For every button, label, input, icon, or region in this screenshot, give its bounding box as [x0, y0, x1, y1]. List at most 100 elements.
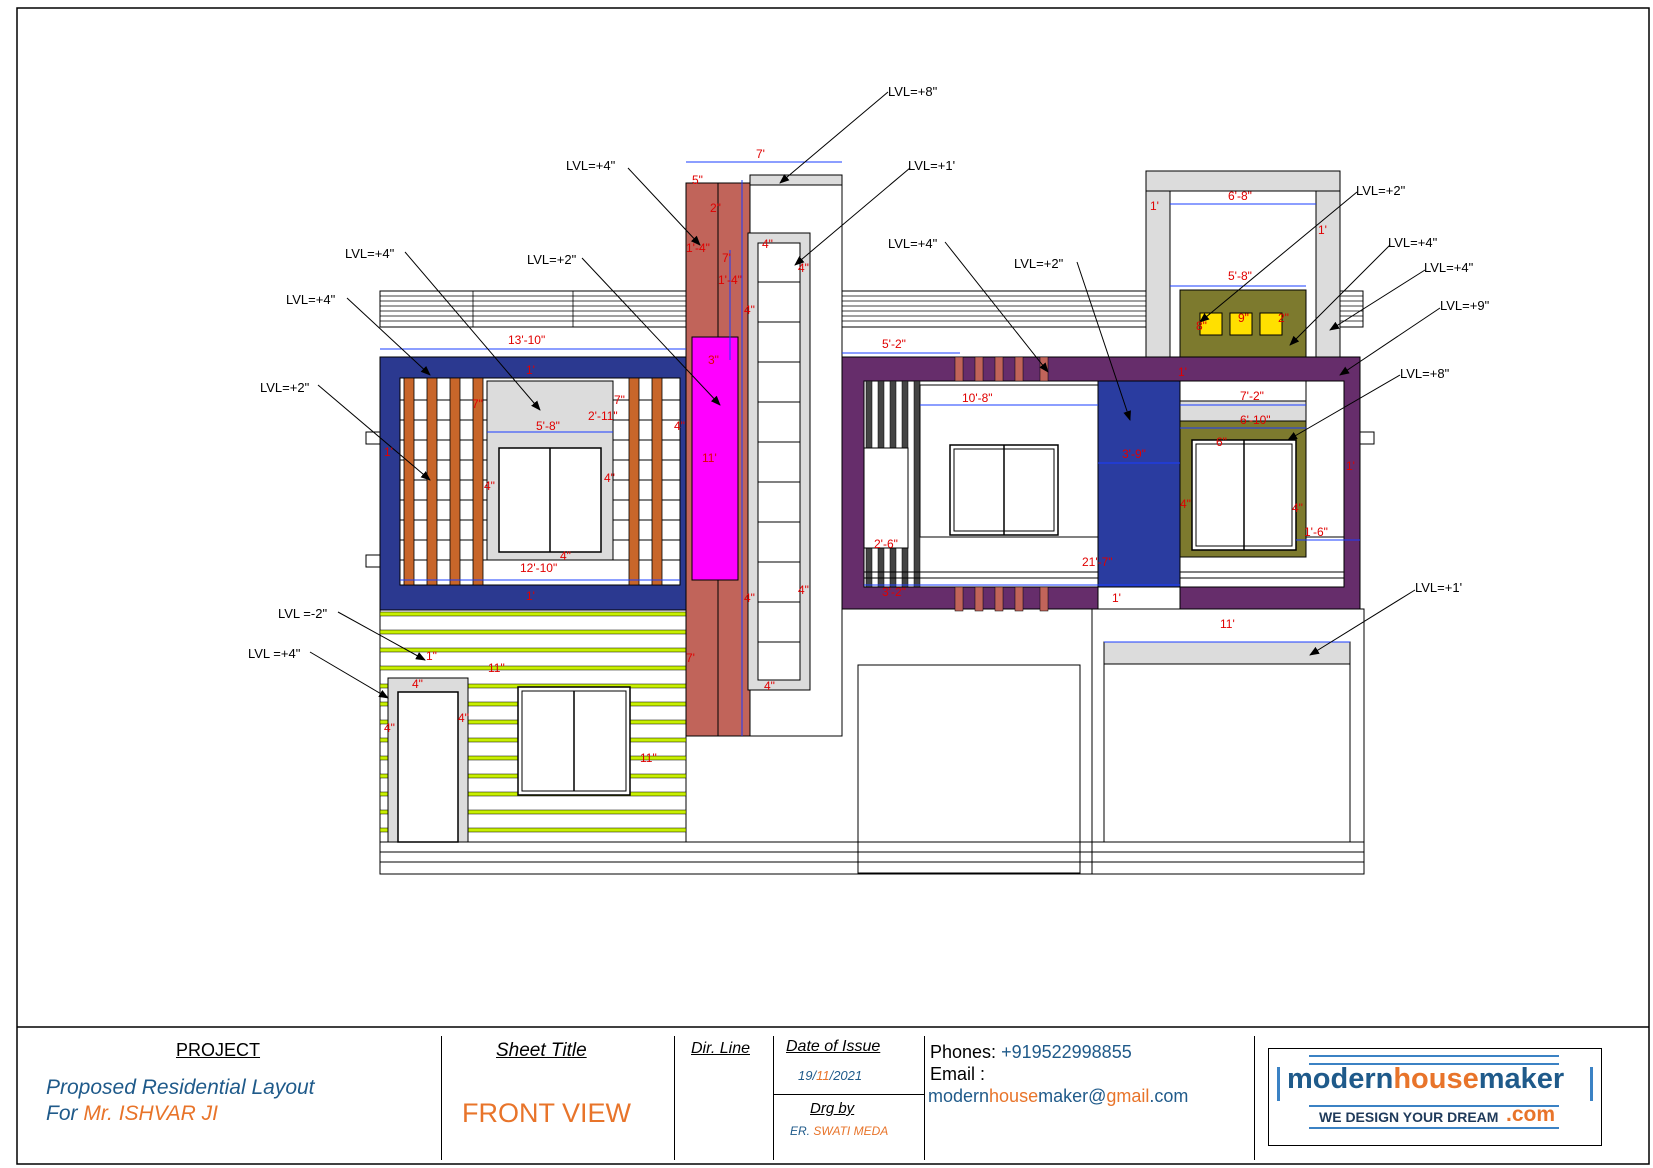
dimension-label: 5'-2" — [882, 337, 906, 351]
timber-louvers — [403, 377, 663, 586]
divider — [924, 1036, 925, 1160]
issue-date: 19/11/2021 — [798, 1068, 862, 1083]
divider — [441, 1036, 442, 1160]
dimension-label: 4" — [458, 711, 469, 725]
dimension-label: 13'-10" — [508, 333, 545, 347]
dimension-label: 5'-8" — [1228, 269, 1252, 283]
level-labels: LVL=+8" LVL=+4" LVL=+1' LVL=+2" LVL=+4" … — [248, 84, 1490, 661]
dimension-label: 4" — [484, 479, 495, 493]
email-part: maker@ — [1038, 1086, 1107, 1106]
level-label: LVL=+4" — [345, 246, 395, 261]
logo-stripes-top — [1309, 1055, 1559, 1065]
date-year: /2021 — [829, 1068, 863, 1083]
email-label: Email : — [930, 1064, 986, 1084]
dimension-lines — [380, 161, 1360, 736]
email-part: house — [989, 1086, 1039, 1106]
dimension-label: 1'-4" — [686, 241, 710, 255]
logo-word: maker — [1478, 1063, 1565, 1095]
date-heading: Date of Issue — [786, 1038, 881, 1055]
project-line2: For Mr. ISHVAR JI — [46, 1102, 218, 1126]
dimension-label: 1' — [526, 589, 535, 603]
dimension-label: 7" — [472, 397, 483, 411]
dimension-label: 4" — [604, 471, 615, 485]
dimension-label: 2'-6" — [874, 537, 898, 551]
dimension-label: 11' — [702, 451, 717, 465]
dimension-label: 1' — [1346, 459, 1355, 473]
level-label: LVL=+4" — [286, 292, 336, 307]
project-heading: PROJECT — [176, 1040, 261, 1060]
logo-tagline-bar: WE DESIGN YOUR DREAM .com — [1309, 1103, 1559, 1129]
dimension-label: 3'-2" — [882, 585, 906, 599]
dimension-label: 4" — [764, 679, 775, 693]
logo-tagline: WE DESIGN YOUR DREAM — [1319, 1109, 1499, 1125]
drawn-by: ER. SWATI MEDA — [790, 1124, 888, 1138]
dimension-label: 4" — [762, 237, 773, 251]
sheet-title-heading: Sheet Title — [496, 1040, 587, 1061]
divider — [774, 1094, 924, 1095]
dimension-label: 11' — [1220, 617, 1235, 631]
dimension-label: 7' — [756, 147, 765, 161]
dimension-label: 1' — [1178, 365, 1187, 379]
divider — [773, 1036, 774, 1160]
ladder-rungs — [758, 281, 800, 643]
email-value[interactable]: modernhousemaker@gmail.com — [928, 1086, 1188, 1107]
dimension-label: 3" — [708, 353, 719, 367]
dimension-label: 1' — [1318, 223, 1327, 237]
level-label: LVL=+1' — [908, 158, 955, 173]
logo-bracket-right — [1590, 1067, 1593, 1101]
logo-word: house — [1393, 1063, 1479, 1095]
project-for-label: For — [46, 1102, 84, 1125]
phones-value[interactable]: +919522998855 — [1001, 1042, 1132, 1062]
company-logo: modernhousemaker WE DESIGN YOUR DREAM .c… — [1268, 1048, 1602, 1146]
dimension-label: 4" — [798, 583, 809, 597]
dimension-label: 6'-10" — [1240, 413, 1271, 427]
level-label: LVL=+2" — [260, 380, 310, 395]
level-label: LVL=+4" — [1424, 260, 1474, 275]
email-part: modern — [928, 1086, 990, 1106]
phones-label: Phones: — [930, 1042, 997, 1062]
dimension-label: 9" — [1238, 311, 1249, 325]
sheet-title: FRONT VIEW — [462, 1098, 632, 1128]
dimension-label: 5" — [692, 173, 703, 187]
drawn-by-name: SWATI MEDA — [813, 1124, 889, 1138]
building — [365, 170, 1375, 875]
logo-word: modern — [1287, 1063, 1394, 1095]
dimension-label: 1' — [384, 445, 393, 459]
dimension-label: 3'-9" — [1122, 447, 1146, 461]
email-part: gmail — [1106, 1086, 1150, 1106]
logo-com: .com — [1505, 1103, 1555, 1126]
client-name: Mr. ISHVAR JI — [83, 1102, 218, 1125]
dimension-label: 2" — [1278, 311, 1289, 325]
phones-line: Phones: +919522998855 — [930, 1042, 1132, 1063]
dimension-label: 4" — [744, 591, 755, 605]
dimension-label: 2'-11" — [588, 409, 618, 423]
level-label: LVL=+9" — [1440, 298, 1490, 313]
dimension-label: 5'-8" — [536, 419, 560, 433]
dimension-label: 4" — [674, 419, 685, 433]
dimension-label: 10'-8" — [962, 391, 993, 405]
dimension-label: 4" — [560, 549, 571, 563]
dimension-label: 7'-2" — [1240, 389, 1264, 403]
dimension-label: 1'-6" — [1304, 525, 1328, 539]
level-label: LVL=+4" — [566, 158, 616, 173]
drawn-by-prefix: ER. — [790, 1124, 814, 1138]
level-label: LVL=+2" — [1356, 183, 1406, 198]
logo-bracket-left — [1277, 1067, 1280, 1101]
dimension-label: 7" — [614, 393, 625, 407]
dimension-label: 6" — [1216, 435, 1227, 449]
sheet-border — [16, 7, 1650, 1165]
level-label: LVL=+2" — [1014, 256, 1064, 271]
level-label: LVL=+8" — [888, 84, 938, 99]
dimension-label: 7' — [686, 651, 695, 665]
divider — [1254, 1036, 1255, 1160]
date-day: 19/ — [798, 1068, 817, 1083]
dimension-label: 21'-7" — [1082, 555, 1113, 569]
dimension-label: 1" — [426, 649, 437, 663]
dimension-label: 12'-10" — [520, 561, 557, 575]
leader-arrows — [309, 91, 1441, 699]
level-label: LVL=+1' — [1415, 580, 1462, 595]
magenta-panel — [691, 336, 739, 581]
dimension-label: 4" — [1292, 501, 1303, 515]
dir-line-heading: Dir. Line — [691, 1040, 750, 1057]
